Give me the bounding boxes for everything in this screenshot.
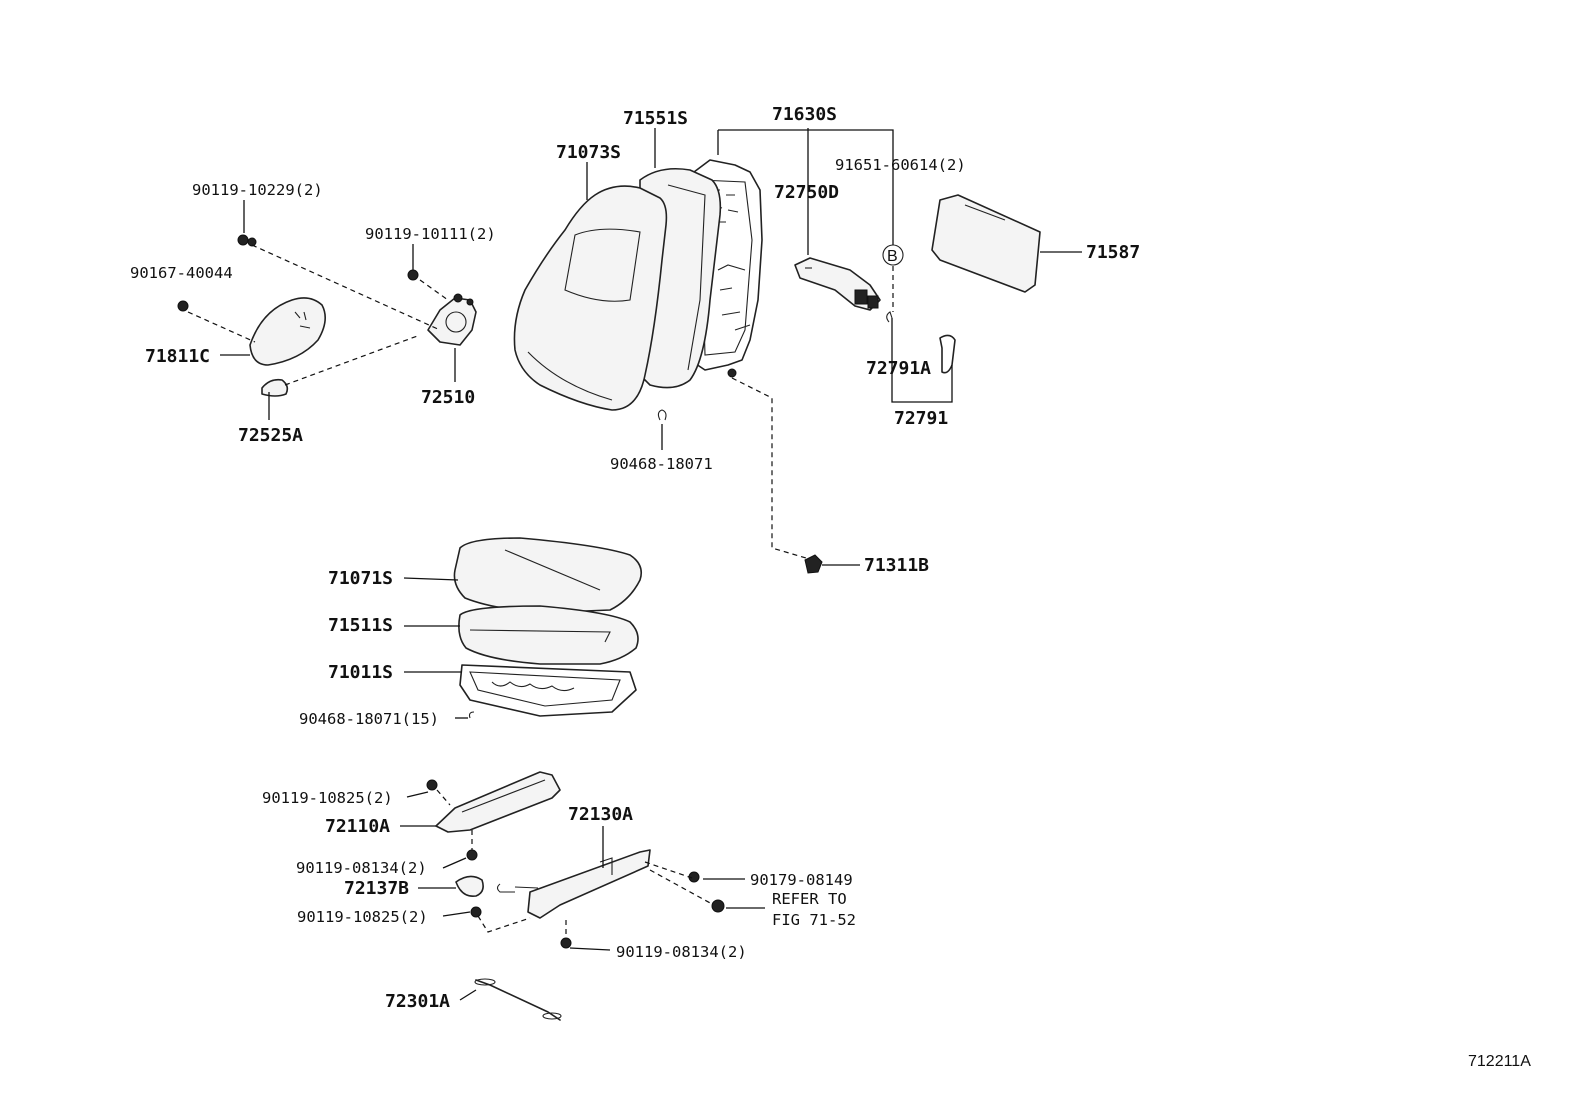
label-72791a: 72791A	[866, 358, 931, 379]
label-71811c: 71811C	[145, 346, 210, 367]
label-90119-10111: 90119-10111(2)	[365, 225, 496, 243]
screws-left	[177, 234, 419, 312]
seat-cushion-cover	[453, 537, 643, 613]
label-72301a: 72301A	[385, 991, 450, 1012]
label-71511s: 71511S	[328, 615, 393, 636]
dashed-lines	[187, 244, 894, 938]
label-90167-40044: 90167-40044	[130, 264, 233, 282]
label-72525a: 72525A	[238, 425, 303, 446]
label-91651-60614: 91651-60614(2)	[835, 156, 966, 174]
label-71587: 71587	[1086, 242, 1140, 263]
label-90468-18071-15: 90468-18071(15)	[299, 710, 439, 728]
back-board-panel	[931, 194, 1041, 293]
hog-ring-small	[468, 711, 475, 719]
label-90119-08134-a: 90119-08134(2)	[296, 859, 427, 877]
label-90119-10825-a: 90119-10825(2)	[262, 789, 393, 807]
seat-back-lock-bracket	[794, 257, 881, 311]
seat-back-frame	[689, 159, 763, 378]
recliner-cover	[249, 297, 326, 366]
label-71551s: 71551S	[623, 108, 688, 129]
label-71311b: 71311B	[864, 555, 929, 576]
label-refer-to: REFER TO	[772, 890, 847, 908]
label-72110a: 72110A	[325, 816, 390, 837]
label-90179-08149: 90179-08149	[750, 871, 853, 889]
seat-back-cover	[513, 185, 668, 411]
label-72130a: 72130A	[568, 804, 633, 825]
label-90119-10229: 90119-10229(2)	[192, 181, 323, 199]
label-refer-fig: FIG 71-52	[772, 911, 856, 929]
seat-track-inner	[426, 771, 561, 833]
nut-71311b	[804, 554, 823, 574]
leader-lines	[220, 128, 1082, 1001]
label-72791: 72791	[894, 408, 948, 429]
figure-id: 712211A	[1468, 1053, 1531, 1070]
reference-mark-b-text: B	[887, 248, 898, 265]
reference-mark-b: B	[882, 244, 904, 266]
label-72510: 72510	[421, 387, 475, 408]
label-71073s: 71073S	[556, 142, 621, 163]
label-72137b: 72137B	[344, 878, 409, 899]
label-90468-18071: 90468-18071	[610, 455, 713, 473]
seat-cushion-pad	[458, 605, 639, 665]
seat-track-outer	[496, 849, 651, 919]
label-71011s: 71011S	[328, 662, 393, 683]
label-90119-10825-b: 90119-10825(2)	[297, 908, 428, 926]
seat-cushion-frame	[459, 664, 637, 717]
track-cover	[455, 875, 484, 898]
recliner-knob	[261, 378, 289, 397]
label-90119-08134-b: 90119-08134(2)	[616, 943, 747, 961]
label-71071s: 71071S	[328, 568, 393, 589]
track-bolts	[466, 849, 725, 949]
hog-ring	[657, 409, 667, 421]
track-cable	[474, 978, 562, 1021]
label-71630s: 71630S	[772, 104, 837, 125]
label-72750d: 72750D	[774, 182, 839, 203]
recliner-bracket	[427, 293, 477, 346]
